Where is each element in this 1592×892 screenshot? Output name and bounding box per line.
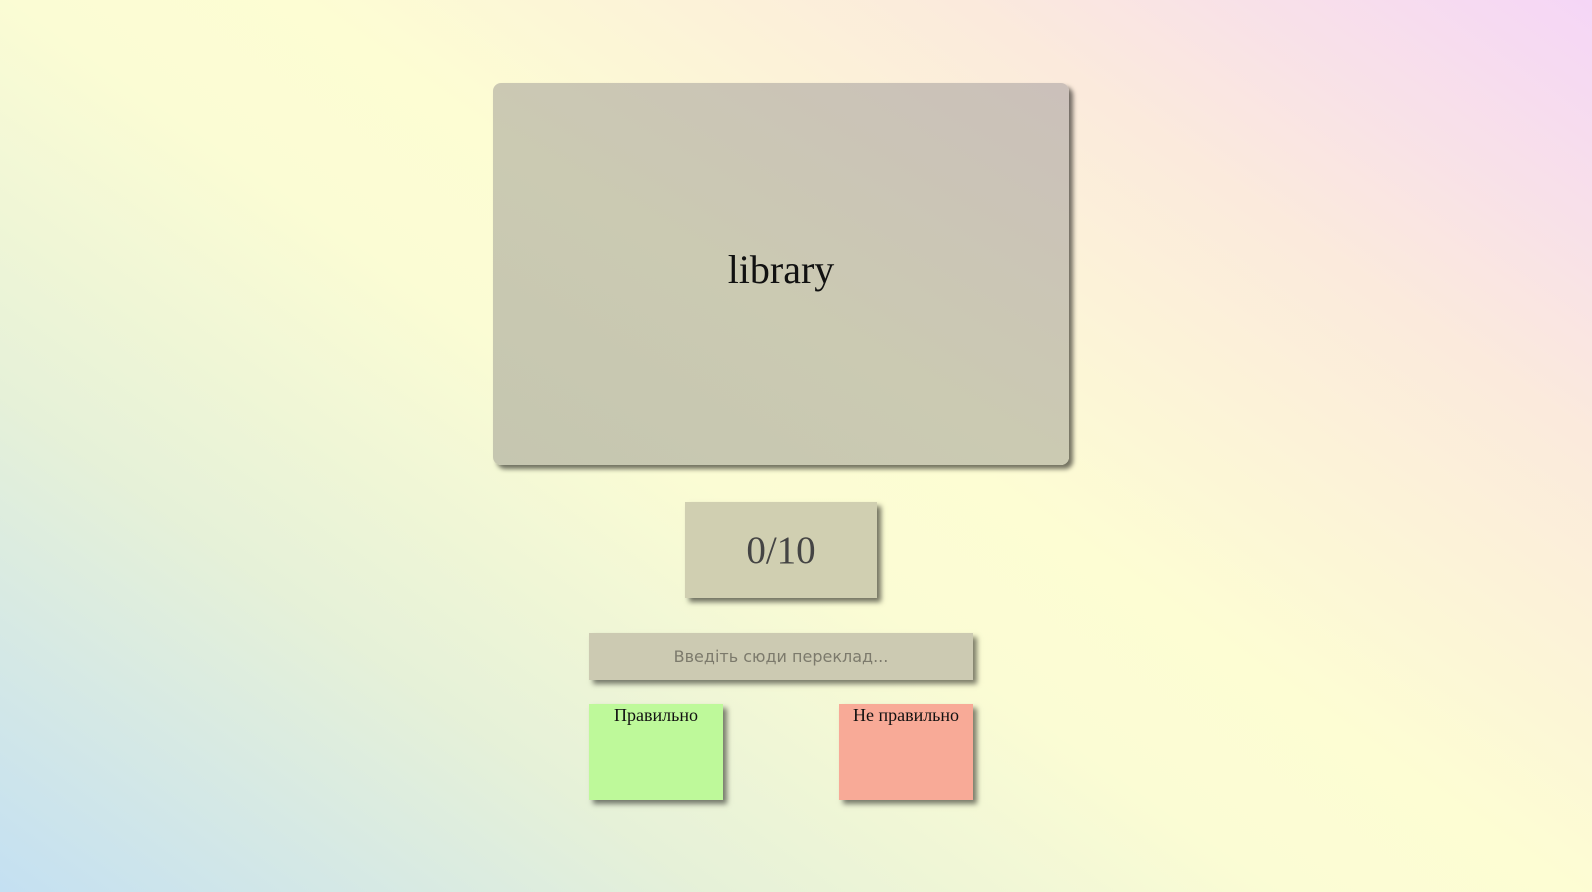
flashcard[interactable]: library	[493, 83, 1069, 465]
correct-button[interactable]: Правильно	[589, 704, 723, 800]
score-box: 0/10	[685, 502, 877, 598]
score-counter: 0/10	[746, 528, 816, 572]
flashcard-word: library	[727, 246, 835, 292]
wrong-button[interactable]: Не правильно	[839, 704, 973, 800]
translation-input[interactable]	[589, 633, 973, 680]
